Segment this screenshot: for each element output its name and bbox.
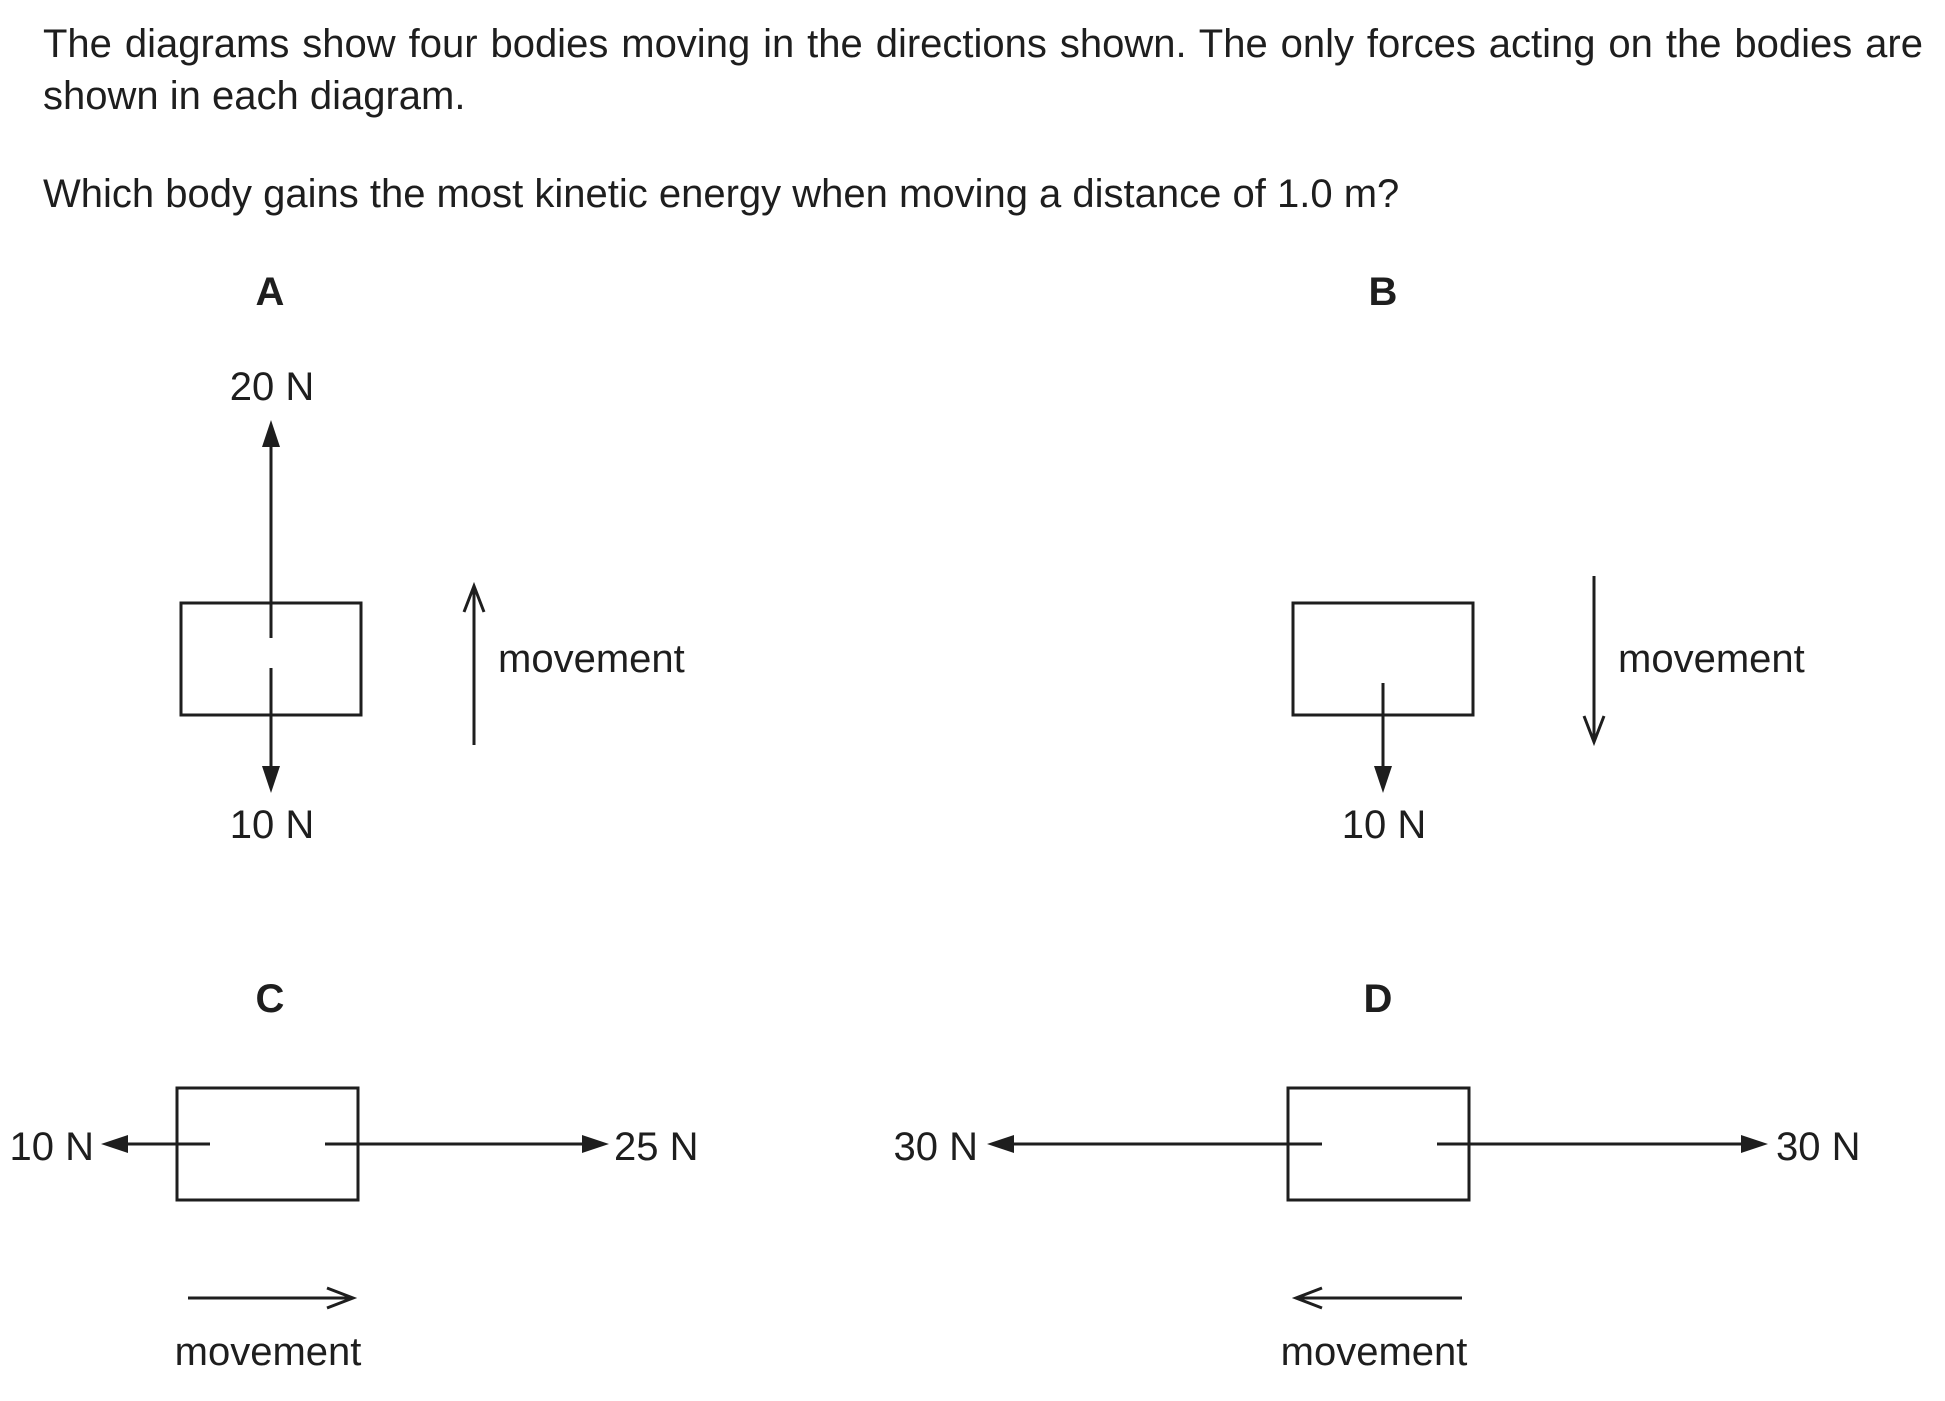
option-b: B 10 N movement [1291, 270, 1805, 847]
option-a-force-down-label: 10 N [230, 803, 315, 847]
option-b-movement-label: movement [1618, 637, 1805, 681]
option-c-movement-arrow [188, 1286, 358, 1310]
option-a-force-up-label: 20 N [230, 365, 315, 409]
option-c: C 10 N 25 N movement [10, 977, 699, 1374]
option-c-movement-label: movement [175, 1330, 362, 1374]
question-intro: The diagrams show four bodies moving in … [43, 22, 1923, 118]
question-text: The diagrams show four bodies moving in … [43, 18, 1923, 122]
question-prompt: Which body gains the most kinetic energy… [43, 172, 1400, 216]
option-d-force-right-label: 30 N [1776, 1125, 1861, 1169]
option-b-force-down-label: 10 N [1342, 803, 1427, 847]
option-b-movement-arrow [1582, 576, 1606, 747]
option-a-force-down-arrow [262, 668, 280, 793]
option-d-movement-label: movement [1281, 1330, 1468, 1374]
option-d: D 30 N 30 N movement [894, 977, 1861, 1374]
option-c-letter: C [256, 977, 285, 1021]
option-c-force-left-label: 10 N [10, 1125, 95, 1169]
option-a-movement-label: movement [498, 637, 685, 681]
option-d-force-right-arrow [1437, 1135, 1768, 1153]
option-d-movement-arrow [1291, 1286, 1462, 1310]
option-c-force-right-label: 25 N [614, 1125, 699, 1169]
option-d-letter: D [1364, 977, 1393, 1021]
option-b-letter: B [1369, 270, 1398, 314]
option-a-letter: A [256, 270, 285, 314]
option-d-force-left-label: 30 N [894, 1125, 979, 1169]
option-d-force-left-arrow [987, 1135, 1322, 1153]
option-b-force-down-arrow [1374, 683, 1392, 793]
option-a-force-up-arrow [262, 420, 280, 638]
option-c-force-right-arrow [325, 1135, 609, 1153]
option-a-movement-arrow [462, 581, 486, 745]
option-c-force-left-arrow [101, 1135, 210, 1153]
option-a: A 20 N 10 N movement [179, 270, 685, 847]
